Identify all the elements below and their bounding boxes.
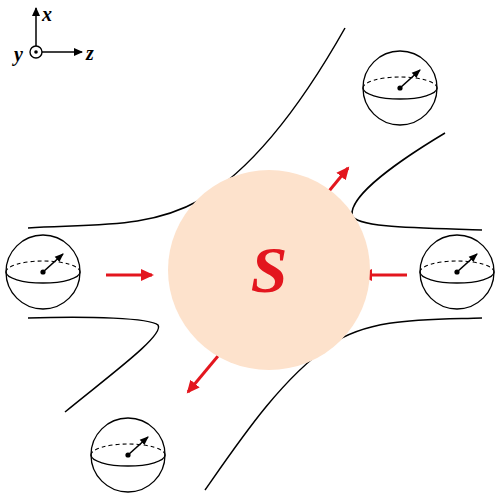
y-axis bbox=[30, 46, 42, 58]
axis-label: y bbox=[14, 44, 23, 64]
scattering-region: S bbox=[168, 170, 370, 370]
flow-arrow bbox=[106, 274, 152, 277]
bloch-sphere bbox=[363, 51, 437, 125]
bloch-sphere bbox=[420, 235, 494, 309]
node-label: S bbox=[251, 237, 288, 303]
z-axis bbox=[36, 51, 82, 53]
flow-arrow bbox=[188, 356, 218, 392]
channel-wall bbox=[28, 317, 159, 412]
axis-label: z bbox=[86, 43, 94, 63]
axis-label: x bbox=[42, 4, 52, 24]
channel-wall bbox=[352, 133, 482, 230]
bloch-sphere bbox=[6, 235, 80, 309]
bloch-sphere bbox=[91, 418, 165, 492]
